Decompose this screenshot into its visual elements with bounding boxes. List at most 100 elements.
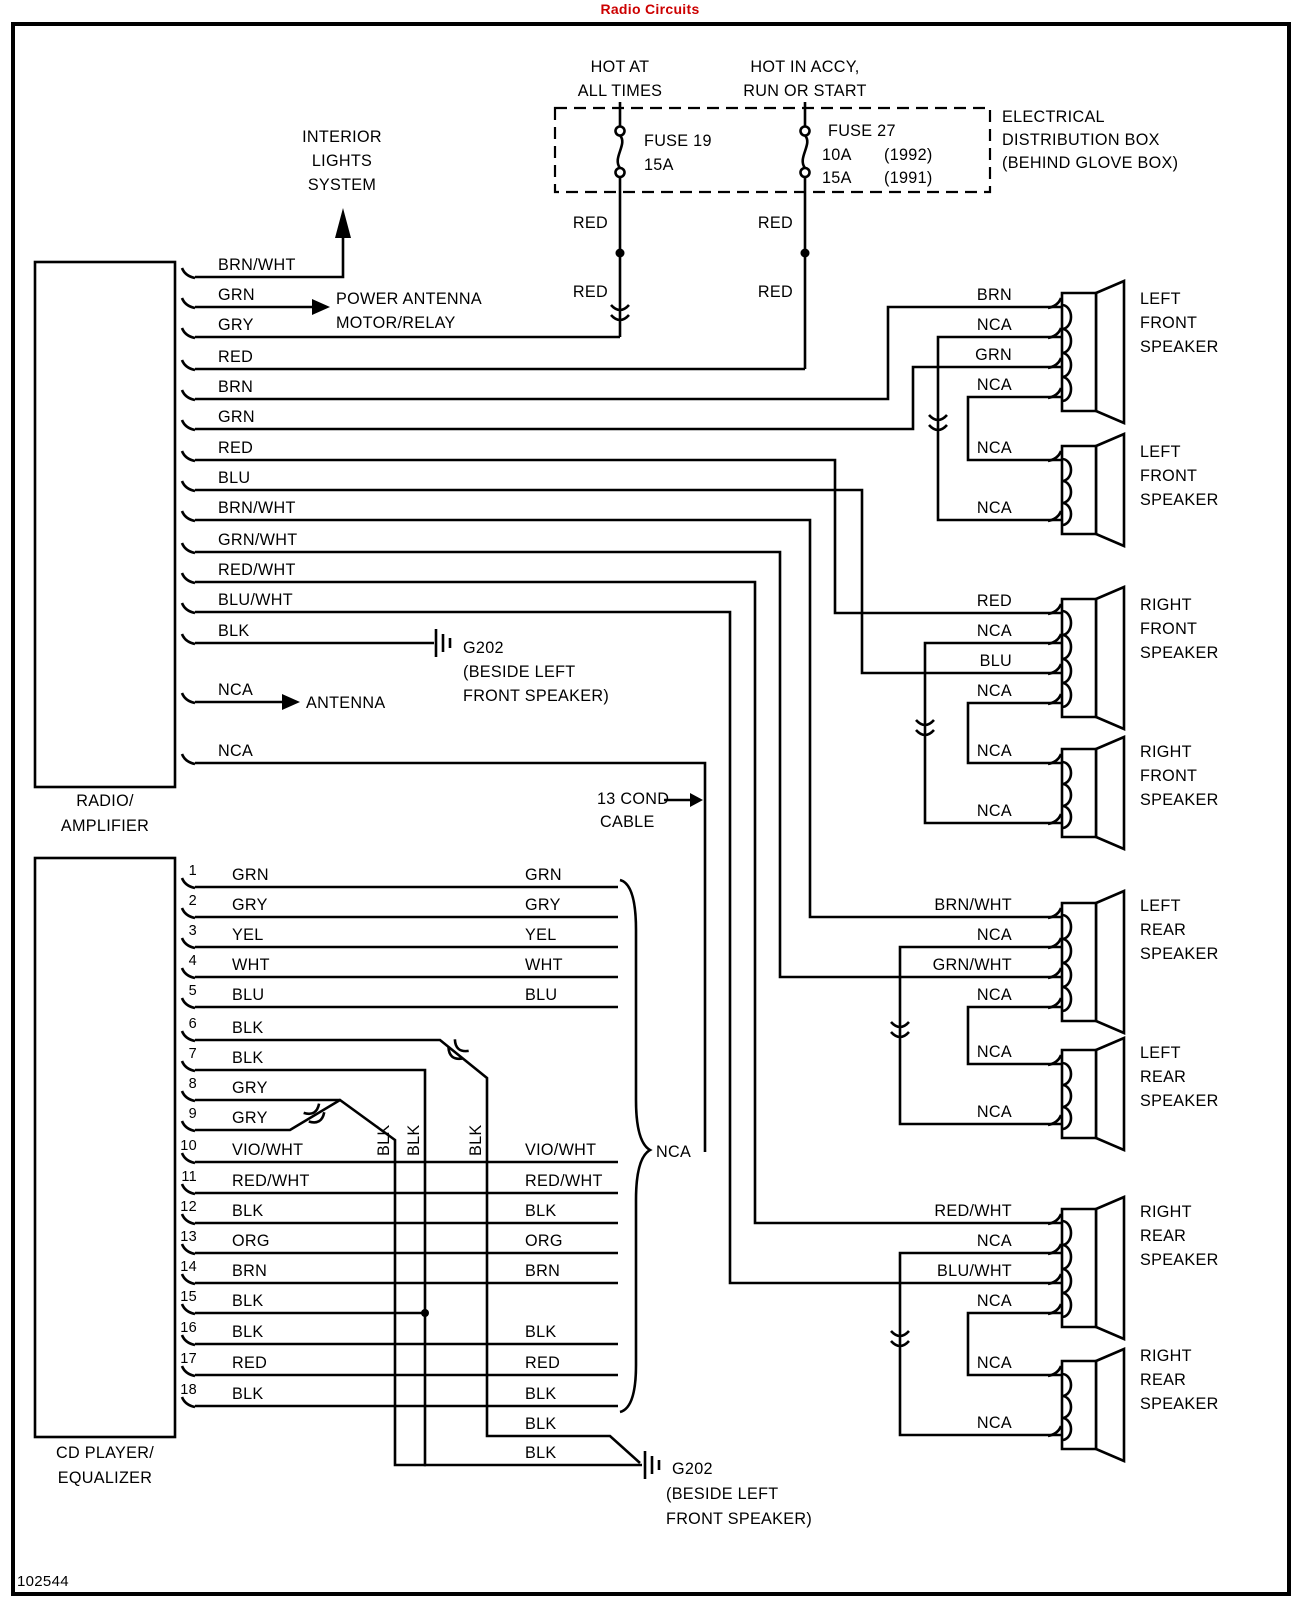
svg-text:YEL: YEL — [525, 926, 557, 944]
splice-dot-left — [615, 248, 625, 258]
power-antenna-label-2: MOTOR/RELAY — [336, 314, 456, 332]
cd-shield-wire-6 — [195, 1038, 641, 1464]
svg-text:NCA: NCA — [977, 742, 1012, 760]
ground-bottom-location-1: (BESIDE LEFT — [666, 1485, 778, 1503]
left-rear-speaker-2-symbol — [1060, 1036, 1126, 1152]
svg-text:6: 6 — [189, 1016, 197, 1032]
interior-lights-system: INTERIOR LIGHTS SYSTEM — [302, 128, 382, 238]
up-arrow-icon — [335, 208, 351, 238]
radio-wire-label: BRN/WHT — [218, 499, 296, 517]
cd-wire-labels-right: GRN GRY YEL WHT BLU VIO/WHT RED/WHT BLK … — [525, 866, 603, 1462]
svg-text:GRN: GRN — [232, 866, 269, 884]
radio-wire-label: BLU — [218, 469, 250, 487]
svg-text:BLK: BLK — [232, 1323, 264, 1341]
svg-text:NCA: NCA — [977, 682, 1012, 700]
fuse-27-symbol — [799, 125, 811, 179]
shield-blk-label: BLK — [467, 1125, 485, 1157]
radio-wire-label: GRY — [218, 316, 254, 334]
svg-text:NCA: NCA — [977, 622, 1012, 640]
svg-text:15: 15 — [180, 1289, 197, 1305]
svg-text:GRY: GRY — [525, 896, 561, 914]
svg-text:RIGHT: RIGHT — [1140, 1347, 1192, 1365]
shield-blk-label: BLK — [405, 1125, 423, 1157]
left-front-nca-bus — [936, 335, 1062, 522]
right-front-speaker-symbol — [1060, 585, 1126, 731]
svg-text:RED/WHT: RED/WHT — [525, 1172, 603, 1190]
cable-label-2: CABLE — [600, 813, 655, 831]
cd-shield-wire-7 — [195, 1068, 642, 1467]
svg-text:16: 16 — [180, 1320, 197, 1336]
blu-right-front-wire — [195, 488, 1062, 675]
svg-text:BLK: BLK — [525, 1415, 557, 1433]
svg-text:BLK: BLK — [232, 1292, 264, 1310]
dist-box-label-3: (BEHIND GLOVE BOX) — [1002, 154, 1178, 172]
svg-text:GRY: GRY — [232, 1079, 268, 1097]
ground-top-name: G202 — [463, 639, 504, 657]
svg-text:FRONT: FRONT — [1140, 467, 1197, 485]
radio-amplifier-box — [33, 260, 177, 789]
svg-text:RIGHT: RIGHT — [1140, 743, 1192, 761]
svg-text:7: 7 — [189, 1046, 197, 1062]
svg-text:5: 5 — [189, 983, 197, 999]
red-wire-label-4: RED — [758, 283, 793, 301]
svg-text:SPEAKER: SPEAKER — [1140, 1395, 1219, 1413]
ground-top-location-2: FRONT SPEAKER) — [463, 687, 609, 705]
cd-player-box — [33, 856, 177, 1439]
red-wire-label-1: RED — [573, 214, 608, 232]
svg-text:REAR: REAR — [1140, 921, 1186, 939]
svg-text:LEFT: LEFT — [1140, 443, 1181, 461]
cd-shield-wire-9 — [195, 1098, 426, 1467]
radio-wire-label: BLU/WHT — [218, 591, 293, 609]
brnwht-left-rear-wire — [195, 518, 1062, 919]
cd-cable-wires — [195, 885, 618, 1408]
cd-label-2: EQUALIZER — [58, 1469, 152, 1487]
svg-text:LEFT: LEFT — [1140, 290, 1181, 308]
red-right-front-wire — [195, 458, 1062, 615]
interior-lights-label-2: LIGHTS — [312, 152, 372, 170]
ground-top-location-1: (BESIDE LEFT — [463, 663, 575, 681]
radio-wire-label: BLK — [218, 622, 250, 640]
radio-wire-label: RED/WHT — [218, 561, 296, 579]
cable-brace — [619, 878, 653, 1414]
speaker-terminal-connectors — [1046, 296, 1063, 1438]
left-front-speaker-2-symbol — [1060, 432, 1126, 548]
cd-player-equalizer-unit: CD PLAYER/ EQUALIZER 1 2 3 4 5 6 7 8 9 1… — [33, 856, 812, 1528]
svg-text:VIO/WHT: VIO/WHT — [232, 1141, 303, 1159]
fuse-19-name: FUSE 19 — [644, 132, 712, 150]
svg-text:RED: RED — [525, 1354, 560, 1372]
svg-text:12: 12 — [180, 1199, 197, 1215]
svg-text:LEFT: LEFT — [1140, 897, 1181, 915]
svg-text:SPEAKER: SPEAKER — [1140, 644, 1219, 662]
left-rear-nca-bus — [898, 945, 1062, 1126]
radio-label-2: AMPLIFIER — [61, 817, 149, 835]
fuse-27-year-1: (1992) — [884, 146, 933, 164]
radio-label-1: RADIO/ — [76, 792, 134, 810]
svg-text:RED/WHT: RED/WHT — [232, 1172, 310, 1190]
power-antenna-motor: POWER ANTENNA MOTOR/RELAY — [312, 290, 482, 332]
splice-dot-right — [800, 248, 810, 258]
svg-text:9: 9 — [189, 1106, 197, 1122]
cd-wire-labels-left: GRN GRY YEL WHT BLU BLK BLK GRY GRY VIO/… — [232, 866, 310, 1403]
svg-text:NCA: NCA — [977, 439, 1012, 457]
svg-text:FRONT: FRONT — [1140, 620, 1197, 638]
svg-text:17: 17 — [180, 1351, 197, 1367]
left-rear-speaker-symbol — [1060, 889, 1126, 1035]
speaker-wire-labels: BRN NCA GRN NCA NCA NCA RED NCA BLU NCA … — [933, 286, 1012, 1432]
red-wire-label-2: RED — [758, 214, 793, 232]
right-rear-speaker-2-symbol — [1060, 1347, 1126, 1463]
radio-wire-label: BRN — [218, 378, 253, 396]
svg-text:FRONT: FRONT — [1140, 314, 1197, 332]
svg-text:SPEAKER: SPEAKER — [1140, 791, 1219, 809]
outer-border — [11, 22, 1291, 1596]
right-front-speaker-2-symbol — [1060, 735, 1126, 851]
cable-nca-label: NCA — [656, 1143, 691, 1161]
svg-text:VIO/WHT: VIO/WHT — [525, 1141, 596, 1159]
svg-text:11: 11 — [181, 1169, 197, 1185]
power-distribution-section: HOT AT ALL TIMES HOT IN ACCY, RUN OR STA… — [553, 58, 1178, 369]
svg-text:NCA: NCA — [977, 1292, 1012, 1310]
ground-bottom-name: G202 — [672, 1460, 713, 1478]
radio-wire-label: RED — [218, 439, 253, 457]
svg-text:GRN: GRN — [975, 346, 1012, 364]
interior-lights-label-3: SYSTEM — [308, 176, 376, 194]
fuse-27-rating-2: 15A — [822, 169, 852, 187]
